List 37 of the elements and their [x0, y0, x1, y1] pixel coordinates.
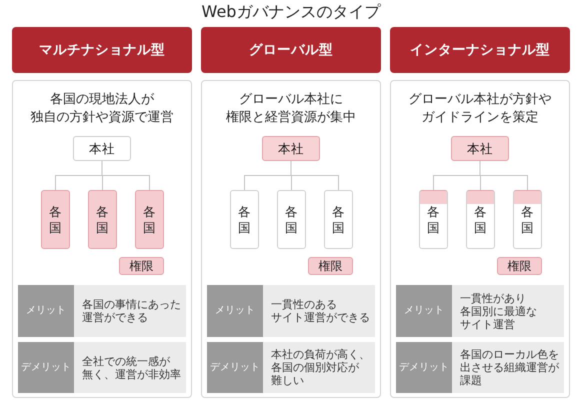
panel-heading: 各国の現地法人が独自の方針や資源で運営	[30, 91, 174, 127]
demerit-label: デメリット	[18, 342, 74, 393]
head-office-box: 本社	[262, 136, 320, 161]
demerit-label: デメリット	[207, 342, 263, 393]
authority-tag: 権限	[497, 257, 542, 275]
diagram-title: Webガバナンスのタイプ	[202, 1, 380, 23]
authority-tag: 権限	[119, 257, 164, 275]
country-box: 各国	[324, 190, 353, 249]
panel-heading: グローバル本社が方針やガイドラインを策定	[408, 91, 552, 127]
merit-label: メリット	[396, 285, 452, 337]
country-box: 各国	[466, 190, 495, 249]
authority-tag: 権限	[308, 257, 353, 275]
merit-label: メリット	[207, 285, 263, 337]
type-header-band: グローバル型	[201, 27, 381, 73]
merit-description: 一貫性があり各国別に最適なサイト運営	[452, 285, 564, 337]
type-panel	[201, 80, 381, 398]
type-header-band: マルチナショナル型	[12, 27, 192, 73]
demerit-label: デメリット	[396, 342, 452, 393]
merit-label: メリット	[18, 285, 74, 337]
country-box: 各国	[135, 190, 164, 249]
country-box: 各国	[230, 190, 259, 249]
demerit-description: 各国のローカル色を出させる組織運営が課題	[452, 342, 564, 393]
demerit-description: 本社の負荷が高く、各国の個別対応が難しい	[263, 342, 375, 393]
type-panel	[390, 80, 570, 398]
country-box: 各国	[88, 190, 117, 249]
country-box: 各国	[41, 190, 70, 249]
merit-description: 一貫性のあるサイト運営ができる	[263, 285, 375, 337]
head-office-box: 本社	[73, 136, 131, 161]
demerit-description: 全社での統一感が無く、運営が非効率	[74, 342, 186, 393]
type-header-band: インターナショナル型	[390, 27, 570, 73]
country-box: 各国	[513, 190, 542, 249]
country-box: 各国	[419, 190, 448, 249]
type-panel	[12, 80, 192, 398]
merit-description: 各国の事情にあった運営ができる	[74, 285, 186, 337]
panel-heading: グローバル本社に権限と経営資源が集中	[225, 91, 357, 127]
head-office-box: 本社	[451, 136, 509, 161]
country-box: 各国	[277, 190, 306, 249]
